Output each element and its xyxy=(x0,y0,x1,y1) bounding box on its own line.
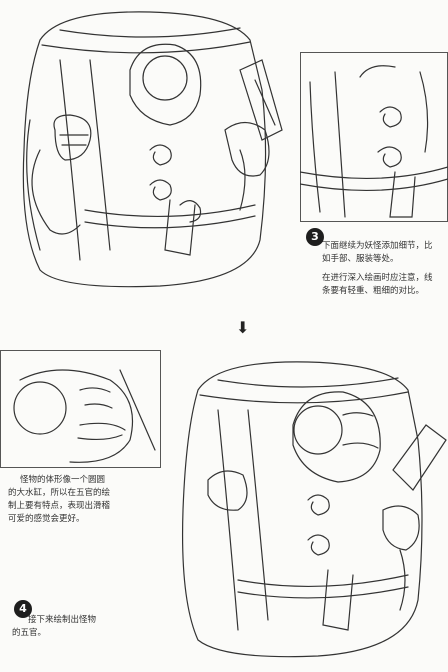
face-note-text: 怪物的体形像一个圆圆 的大水缸，所以在五官的绘 制上要有特点，表现出滑稽 可爱的… xyxy=(8,474,168,526)
face-note-line-1: 怪物的体形像一个圆圆 xyxy=(20,475,106,485)
sketch-full-body-bottom xyxy=(168,350,448,672)
detail-panel-step3 xyxy=(300,52,448,222)
step-3-line-1: 下面继续为妖怪添加细节，比 xyxy=(322,241,433,251)
down-arrow-icon: ⬇ xyxy=(236,318,250,337)
face-note-line-2: 的大水缸，所以在五官的绘 xyxy=(8,488,111,498)
step-3-text: 下面继续为妖怪添加细节，比 如手部、服装等处。 在进行深入绘画时应注意，线 条要… xyxy=(322,240,446,298)
step-4-line-1: 接下来绘制出怪物 xyxy=(28,615,97,625)
step-4-text: 接下来绘制出怪物 的五官。 xyxy=(12,614,168,640)
step-3-line-3: 在进行深入绘画时应注意，线 xyxy=(322,273,433,283)
face-note-line-4: 可爱的感觉会更好。 xyxy=(8,514,85,524)
face-detail-panel xyxy=(0,350,170,468)
step-3-line-4: 条要有轻重、粗细的对比。 xyxy=(322,286,425,296)
face-note-line-3: 制上要有特点，表现出滑稽 xyxy=(8,501,111,511)
step-4-line-2: 的五官。 xyxy=(12,628,47,638)
step-4-badge: 4 xyxy=(14,600,32,618)
sketch-full-body-top xyxy=(0,0,290,300)
step-3-line-2: 如手部、服装等处。 xyxy=(322,254,399,264)
step-3-badge: 3 xyxy=(306,228,324,246)
